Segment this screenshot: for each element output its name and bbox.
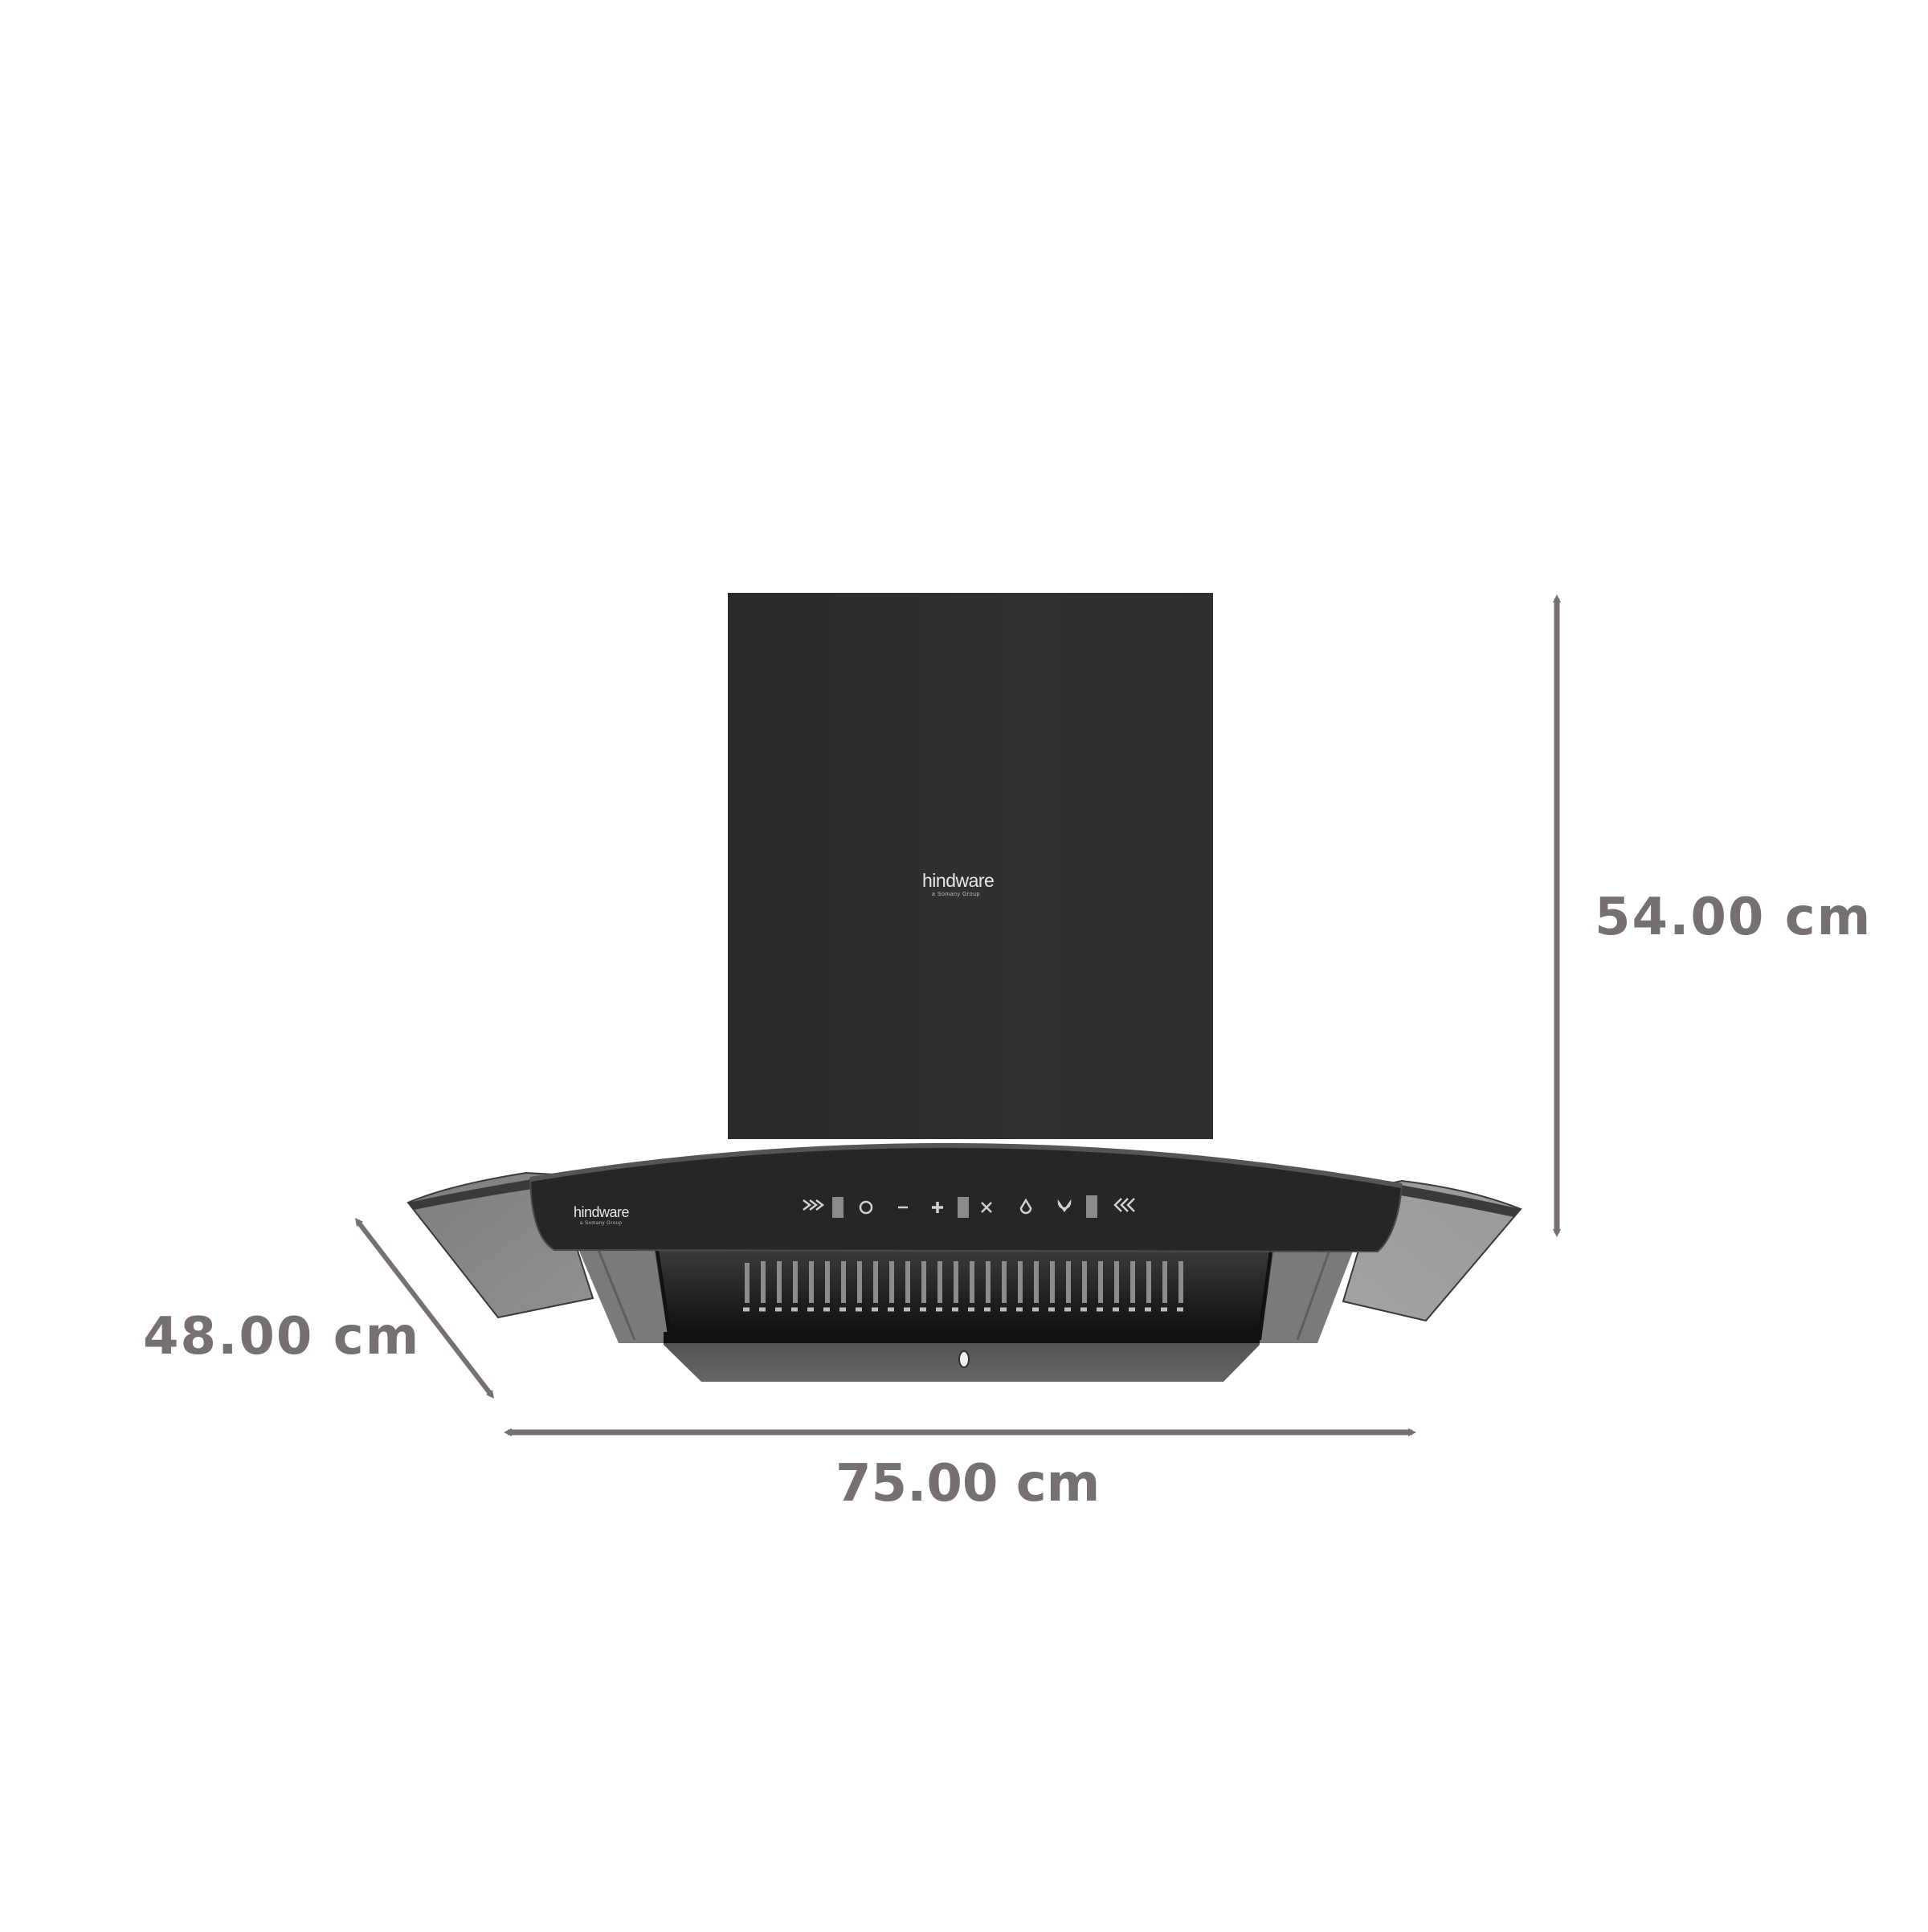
panel-brand-logo: hindware a Somany Group bbox=[574, 1204, 630, 1226]
display-segment bbox=[1086, 1195, 1097, 1218]
depth-dimension-label: 48.00 cm bbox=[143, 1307, 421, 1366]
brand-tagline: a Somany Group bbox=[932, 892, 980, 897]
brand-name: hindware bbox=[922, 870, 995, 891]
plus-icon bbox=[932, 1202, 943, 1213]
depth-dimension-arrow bbox=[354, 1218, 495, 1399]
light-icon bbox=[1057, 1199, 1072, 1213]
baffle-filter bbox=[745, 1261, 1183, 1303]
chimney-stack bbox=[728, 593, 1213, 1139]
touch-controls bbox=[803, 1195, 1135, 1218]
brand-name: hindware bbox=[574, 1204, 630, 1220]
auto-clean-icon bbox=[1019, 1198, 1032, 1215]
display-segment bbox=[832, 1197, 844, 1218]
speed-up-icon bbox=[803, 1199, 825, 1211]
speed-down-icon bbox=[1113, 1198, 1135, 1212]
chimney-brand-logo: hindware a Somany Group bbox=[922, 870, 995, 898]
height-dimension-label: 54.00 cm bbox=[1595, 888, 1873, 947]
brand-tagline: a Somany Group bbox=[580, 1221, 623, 1226]
width-dimension-label: 75.00 cm bbox=[835, 1454, 1101, 1513]
timer-icon bbox=[981, 1202, 992, 1213]
tray-indicator-light bbox=[958, 1350, 970, 1368]
display-segment bbox=[958, 1197, 969, 1218]
power-icon bbox=[859, 1200, 873, 1215]
